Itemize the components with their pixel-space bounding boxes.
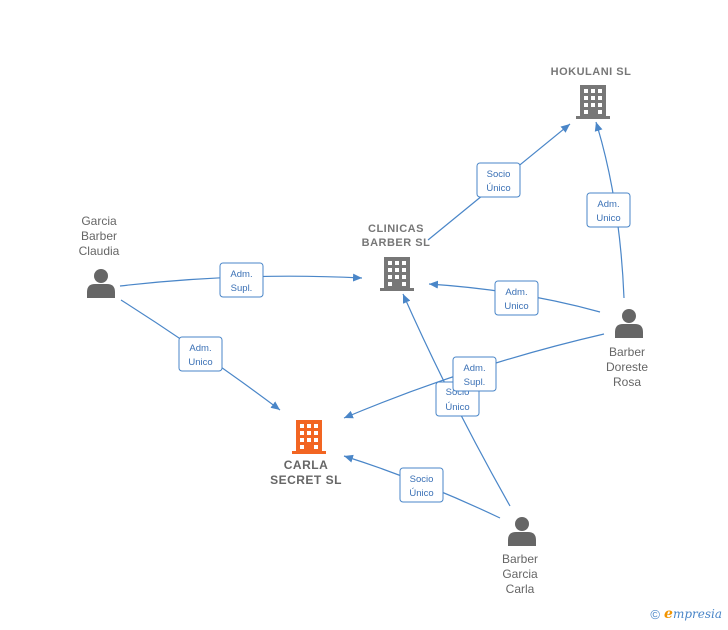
company-node-hokulani[interactable]: HOKULANI SL [551, 66, 632, 119]
svg-text:Unico: Unico [504, 301, 528, 312]
svg-text:Adm.: Adm. [230, 269, 252, 280]
person-node-garcia-barber-claudia[interactable]: Garcia Barber Claudia [79, 214, 120, 298]
brand-footer: © empresia [650, 606, 722, 622]
person-name-line1: Barber [502, 552, 538, 566]
company-name-line2: BARBER SL [362, 237, 431, 249]
edge-label-clinicas-hokulani[interactable]: Socio Único [476, 162, 521, 198]
company-name-line2: SECRET SL [270, 473, 342, 487]
company-name: HOKULANI SL [551, 66, 632, 78]
svg-text:Supl.: Supl. [231, 283, 253, 294]
edge-label-claudia-clinicas[interactable]: Adm. Supl. [219, 262, 264, 298]
svg-text:Adm.: Adm. [597, 199, 619, 210]
person-name-line3: Carla [506, 582, 535, 596]
svg-text:Socio: Socio [487, 169, 511, 180]
company-node-clinicas-barber[interactable]: CLINICAS BARBER SL [362, 223, 431, 291]
svg-text:Adm.: Adm. [189, 343, 211, 354]
person-name-line1: Garcia [81, 214, 117, 228]
person-name-line3: Claudia [79, 244, 120, 258]
company-name-line1: CARLA [284, 458, 329, 472]
edge-label-rosa-carla[interactable]: Adm. Supl. [452, 356, 497, 392]
person-icon [508, 517, 536, 546]
building-icon [380, 257, 414, 291]
building-icon [292, 420, 326, 454]
building-icon [576, 85, 610, 119]
company-node-carla-secret[interactable]: CARLA SECRET SL [270, 420, 342, 487]
edge-label-rosa-clinicas[interactable]: Adm. Unico [494, 280, 539, 316]
edges [119, 121, 625, 519]
svg-text:Único: Único [409, 488, 433, 499]
svg-text:Supl.: Supl. [464, 377, 486, 388]
svg-text:Único: Único [486, 183, 510, 194]
person-name-line2: Barber [81, 229, 117, 243]
person-name-line2: Doreste [606, 360, 648, 374]
svg-text:Socio: Socio [410, 474, 434, 485]
company-name-line1: CLINICAS [368, 223, 424, 235]
person-name-line3: Rosa [613, 375, 641, 389]
edge-label-rosa-hokulani[interactable]: Adm. Unico [586, 192, 631, 228]
svg-text:Único: Único [445, 402, 469, 413]
empresia-logo[interactable]: empresia [664, 606, 722, 622]
person-name-line2: Garcia [502, 567, 538, 581]
person-name-line1: Barber [609, 345, 645, 359]
person-node-barber-doreste-rosa[interactable]: Barber Doreste Rosa [606, 309, 648, 389]
person-icon [87, 269, 115, 298]
copyright-icon: © [650, 606, 661, 622]
svg-text:Unico: Unico [596, 213, 620, 224]
person-icon [615, 309, 643, 338]
svg-text:Socio: Socio [446, 387, 470, 398]
person-node-barber-garcia-carla[interactable]: Barber Garcia Carla [502, 517, 538, 596]
svg-text:Unico: Unico [188, 357, 212, 368]
svg-text:Adm.: Adm. [463, 363, 485, 374]
edge-label-carlaperson-carla[interactable]: Socio Único [399, 467, 444, 503]
svg-text:Adm.: Adm. [505, 287, 527, 298]
edge-label-claudia-carla[interactable]: Adm. Unico [178, 336, 223, 372]
